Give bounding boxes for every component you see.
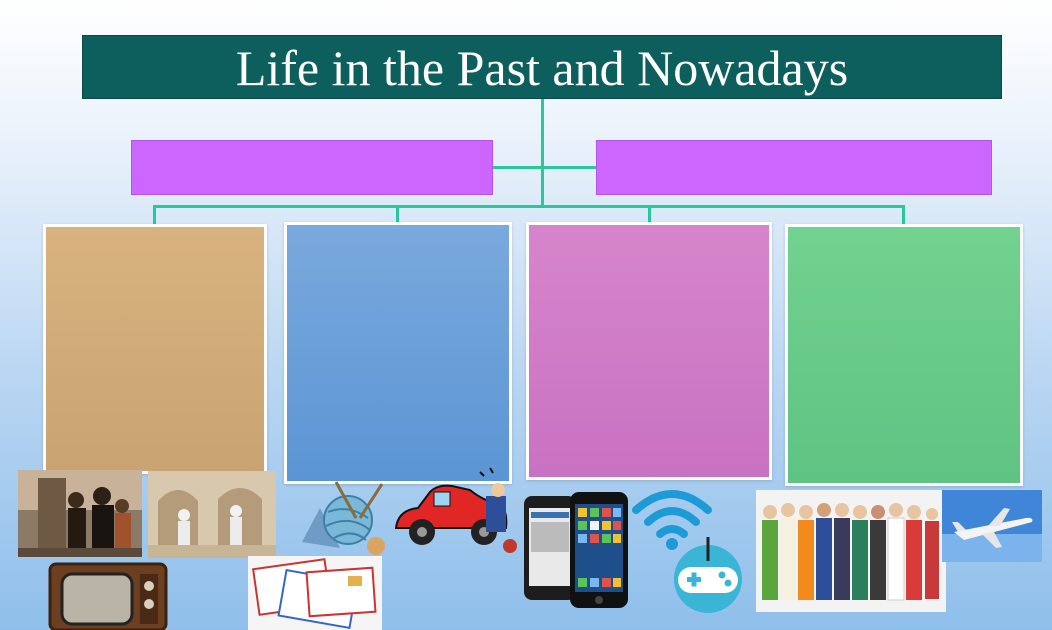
yarn-knitting-icon (302, 481, 385, 555)
connector-line (153, 205, 156, 225)
connector-line (902, 205, 905, 225)
connector-line (648, 205, 651, 223)
family-photo (18, 470, 142, 557)
category-box-past (131, 140, 493, 195)
page-title: Life in the Past and Nowadays (82, 35, 1002, 99)
smartphones-icon (524, 492, 628, 608)
connector-line (396, 205, 399, 225)
letters-envelopes-icon (248, 556, 382, 630)
wifi-icon (632, 490, 712, 550)
category-box-nowadays (596, 140, 992, 195)
old-ruins-photo (148, 471, 276, 558)
connector-line (153, 205, 905, 208)
content-box-2 (284, 222, 512, 484)
content-box-1 (43, 224, 267, 474)
content-box-4 (785, 224, 1023, 486)
connector-line (541, 99, 544, 207)
car-repair-icon (394, 467, 517, 553)
old-television-icon (48, 562, 168, 630)
game-controller-icon (674, 537, 742, 613)
professions-people-icon (756, 490, 946, 612)
airplane-icon (942, 490, 1042, 562)
content-box-3 (526, 222, 772, 480)
connector-line (493, 166, 596, 169)
